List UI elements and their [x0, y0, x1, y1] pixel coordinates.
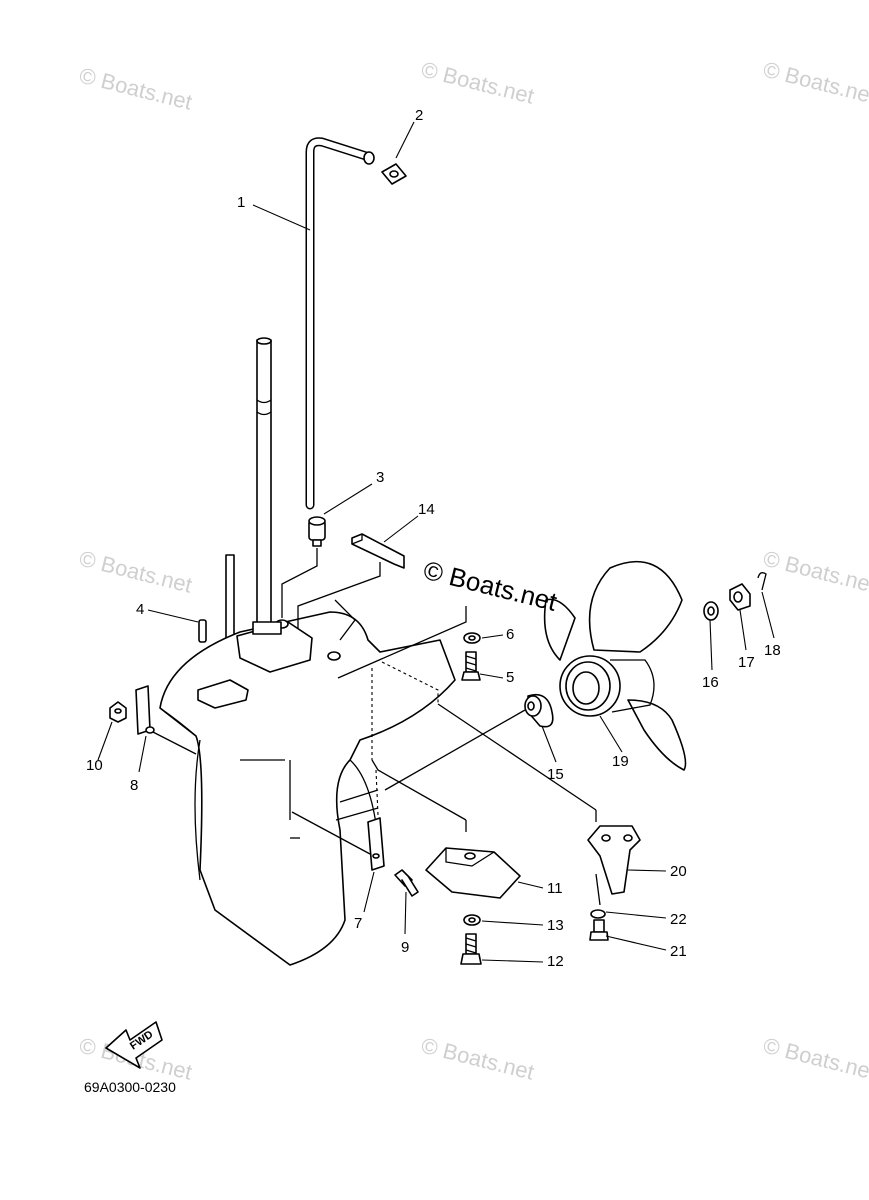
watermark: © Boats.net [761, 1033, 869, 1085]
part-5-bolt [461, 651, 481, 681]
part-13-washer [463, 914, 481, 926]
callout-3: 3 [376, 469, 384, 486]
watermark: © Boats.net [761, 57, 869, 109]
callout-21: 21 [670, 943, 687, 960]
part-18-cotter-pin [757, 572, 767, 591]
part-19-propeller [543, 560, 687, 771]
callout-17: 17 [738, 654, 755, 671]
assembly-lines [148, 548, 601, 906]
callout-14: 14 [418, 501, 435, 518]
callout-11: 11 [547, 880, 563, 897]
callout-10: 10 [86, 757, 103, 774]
callout-16: 16 [702, 674, 719, 691]
callout-13: 13 [547, 917, 564, 934]
watermark: © Boats.net [419, 57, 537, 109]
part-17-nut [729, 583, 751, 611]
part-20-inlet-cover [587, 825, 641, 895]
part-1-water-tube [305, 137, 375, 510]
callout-1: 1 [237, 194, 245, 211]
part-3-seal [308, 516, 326, 547]
part-6-washer [463, 632, 481, 644]
callout-18: 18 [764, 642, 781, 659]
drive-shaft [256, 337, 272, 626]
watermark: © Boats.net [761, 546, 869, 598]
part-8-bracket [135, 685, 155, 735]
part-4-dowel-pin [198, 619, 207, 643]
part-22-washer [590, 909, 606, 919]
part-21-bolt [589, 919, 609, 941]
callout-7: 7 [354, 915, 362, 932]
watermark: © Boats.net [419, 1033, 537, 1085]
callout-22: 22 [670, 911, 687, 928]
callout-6: 6 [506, 626, 514, 643]
part-7-anode-plate [367, 817, 385, 871]
callout-15: 15 [547, 766, 564, 783]
callout-2: 2 [415, 107, 423, 124]
callout-5: 5 [506, 669, 514, 686]
callout-9: 9 [401, 939, 409, 956]
part-15-spacer [524, 693, 554, 728]
part-10-nut [109, 701, 127, 723]
mounting-pad [197, 619, 313, 709]
callout-20: 20 [670, 863, 687, 880]
callout-8: 8 [130, 777, 138, 794]
part-11-trim-tab [425, 847, 521, 899]
watermark: © Boats.net [77, 546, 195, 598]
diagram-code: 69A0300-0230 [84, 1079, 176, 1095]
callout-12: 12 [547, 953, 564, 970]
watermark: © Boats.net [77, 63, 195, 115]
callout-leaders [97, 121, 775, 963]
callout-19: 19 [612, 753, 629, 770]
callout-4: 4 [136, 601, 144, 618]
part-9-screw [394, 869, 419, 897]
copyright-watermark: © Boats.net [421, 555, 561, 617]
callout-labels: 1 2 3 4 5 6 7 8 9 10 11 12 13 14 15 16 1… [86, 107, 781, 970]
part-2-grommet [381, 163, 407, 185]
part-16-washer [703, 601, 719, 621]
part-14-rubber-seal [351, 533, 405, 569]
part-12-bolt [460, 933, 482, 965]
